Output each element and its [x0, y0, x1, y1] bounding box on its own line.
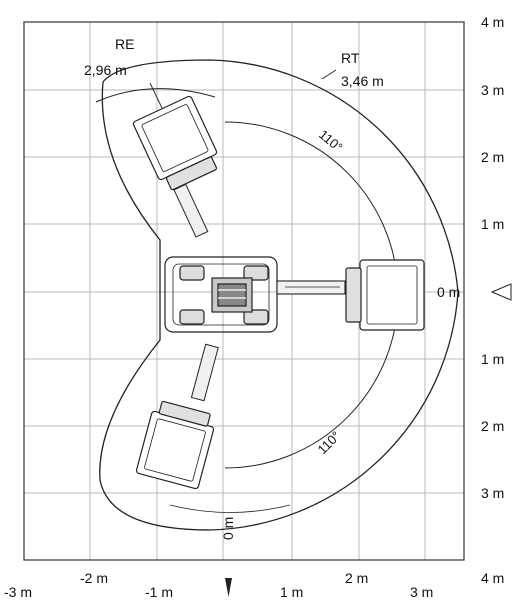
platform-right — [345, 259, 425, 331]
right-axis-tick-label: 3 m — [481, 485, 504, 501]
right-axis-tick-label: 3 m — [481, 82, 504, 98]
bottom-axis-tick-label: 3 m — [410, 584, 433, 600]
center-radius-arc — [169, 504, 291, 513]
boom-lower-left — [190, 343, 219, 402]
center-zero-vertical-label: 0 m — [220, 517, 236, 540]
right-center-arrow-icon — [490, 283, 512, 301]
rt-leader-line — [321, 69, 337, 80]
right-axis-tick-label: 1 m — [481, 216, 504, 232]
bottom-axis-labels: -3 m -2 m -1 m 1 m 2 m 3 m — [4, 570, 433, 600]
right-axis-labels: 4 m 3 m 2 m 1 m 0 m 1 m 2 m 3 m 4 m — [437, 14, 504, 586]
plot-frame — [23, 21, 465, 561]
re-label: RE — [115, 36, 134, 52]
re-value: 2,96 m — [84, 62, 127, 78]
platform-lower-left — [135, 400, 215, 490]
bottom-axis-tick-label: -1 m — [145, 584, 173, 600]
rt-label: RT — [341, 50, 360, 66]
right-axis-tick-label: 1 m — [481, 351, 504, 367]
bottom-axis-tick-label: -2 m — [80, 570, 108, 586]
right-axis-tick-label: 2 m — [481, 418, 504, 434]
right-axis-tick-label: 2 m — [481, 149, 504, 165]
machine-base — [164, 256, 278, 333]
right-axis-tick-label: 4 m — [481, 570, 504, 586]
outer-swept-envelope — [99, 59, 459, 531]
right-axis-tick-label: 4 m — [481, 14, 504, 30]
angle-lower-label: 110° — [315, 428, 344, 457]
bottom-axis-tick-label: 1 m — [280, 584, 303, 600]
right-axis-tick-label: 0 m — [437, 284, 460, 300]
bottom-axis-tick-label: -3 m — [4, 584, 32, 600]
boom-right — [276, 280, 346, 295]
bottom-center-arrow-icon — [225, 578, 232, 597]
re-leader-line — [149, 82, 163, 109]
rt-value: 3,46 m — [341, 73, 384, 89]
bottom-axis-tick-label: 2 m — [345, 570, 368, 586]
boom-upper-left — [173, 183, 209, 238]
platform-upper-left — [132, 95, 218, 191]
